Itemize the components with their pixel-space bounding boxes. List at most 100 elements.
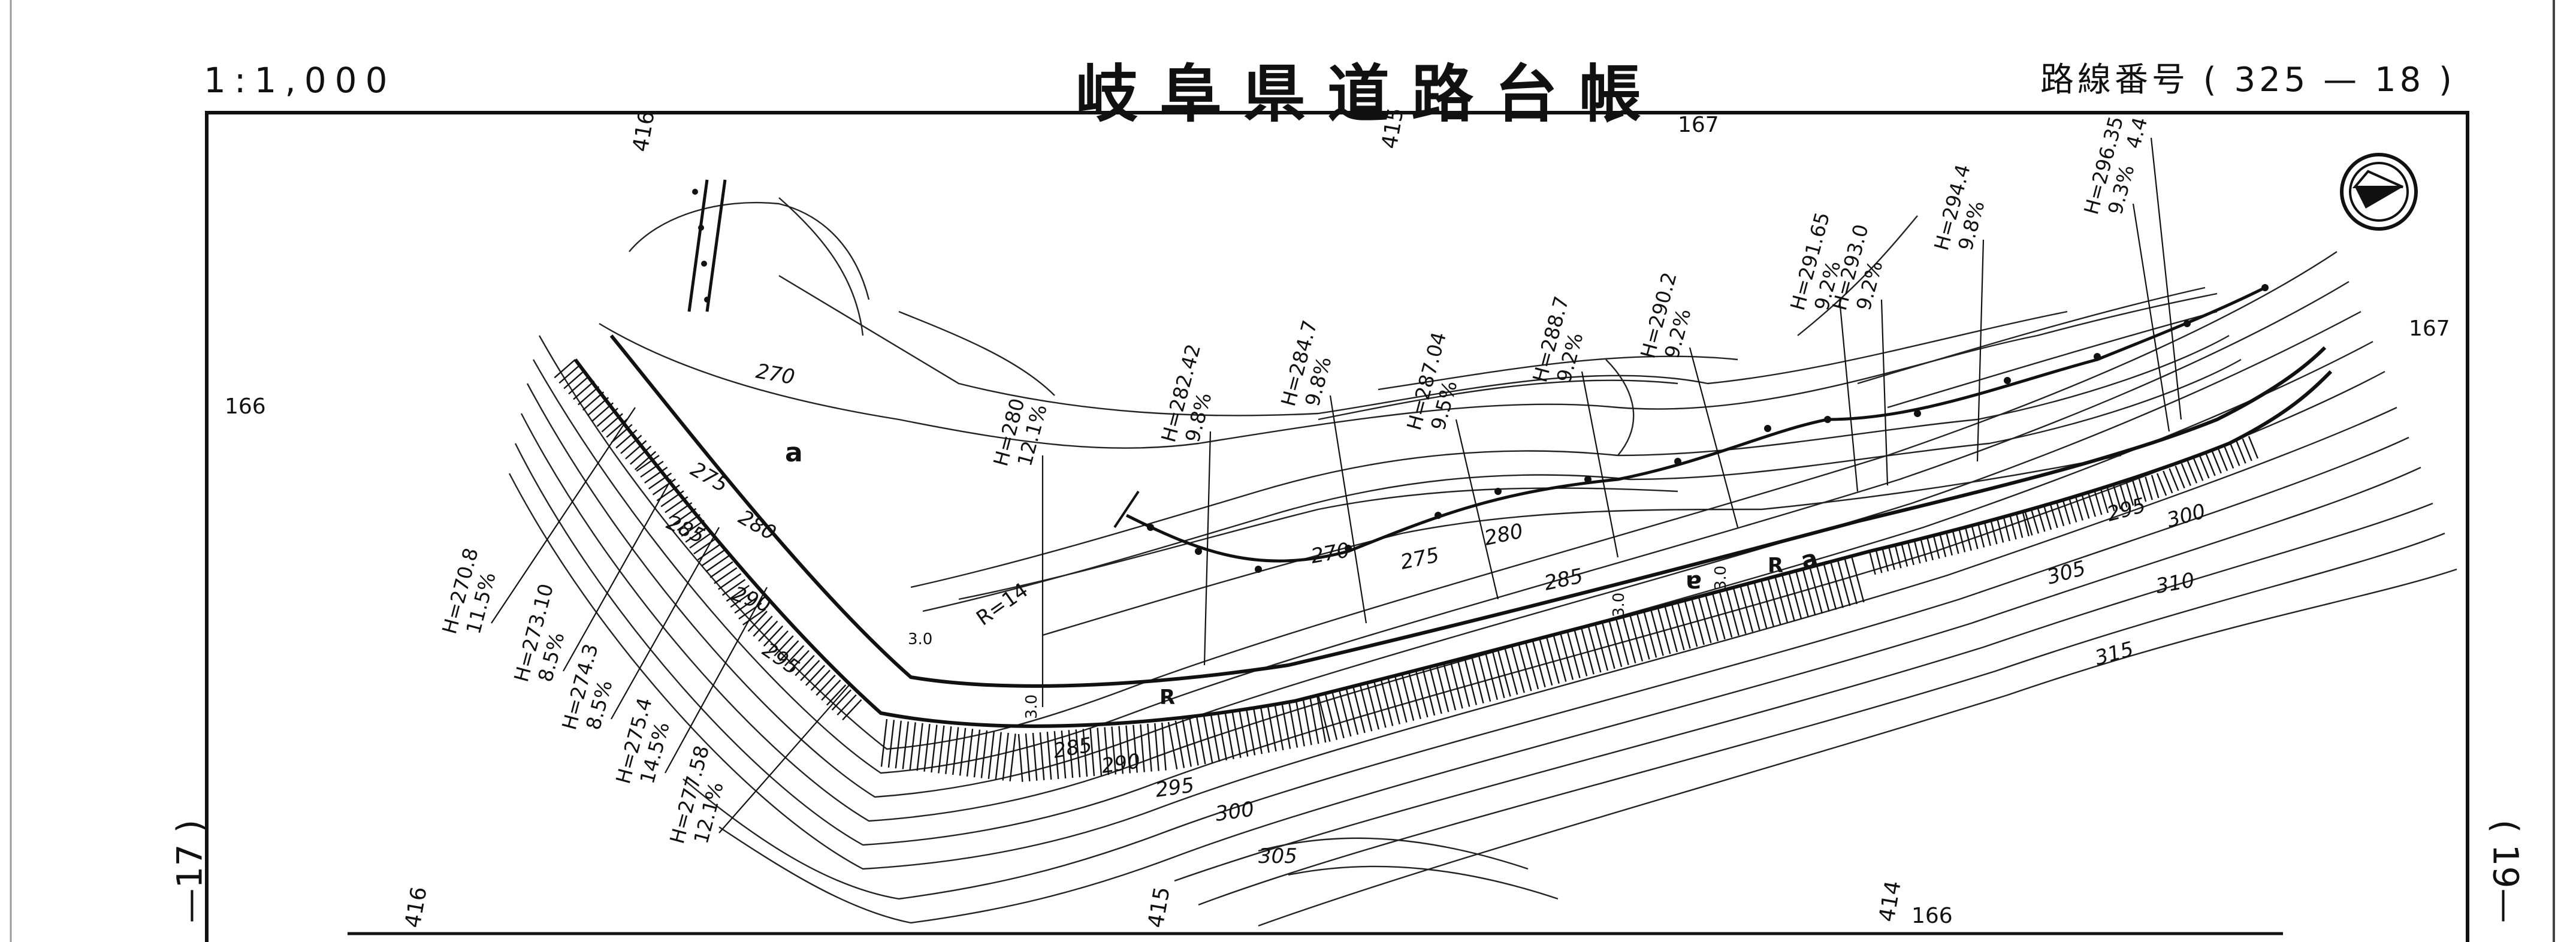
cut-slope-hatch — [578, 386, 600, 406]
cut-slope-hatch — [665, 496, 688, 514]
contour-label: 290 — [1100, 749, 1142, 778]
cut-slope-hatch — [615, 429, 638, 449]
cut-slope-hatch — [1174, 720, 1185, 768]
marker-a: a — [785, 437, 803, 468]
road-width-label: 3.0 — [908, 630, 932, 648]
cut-slope-hatch — [880, 718, 888, 767]
cut-slope-hatch — [1394, 675, 1408, 723]
cut-slope-hatch — [2016, 514, 2024, 538]
cut-slope-hatch — [1267, 704, 1277, 752]
profile-leader — [665, 587, 768, 774]
cut-slope-hatch — [768, 630, 789, 652]
road-width-label: 3.0 — [1023, 695, 1041, 719]
cut-slope-hatch — [1518, 644, 1532, 692]
cut-slope-hatch — [1450, 662, 1463, 709]
cut-slope-hatch — [1945, 532, 1953, 556]
fence-dot — [2004, 377, 2011, 384]
cut-slope-hatch — [2106, 488, 2115, 512]
cut-slope-hatch — [1154, 723, 1159, 771]
road-mark-r: R — [1159, 686, 1175, 709]
cut-slope-hatch — [1302, 698, 1312, 745]
cut-slope-hatch — [2169, 468, 2179, 491]
cut-slope-hatch — [634, 451, 657, 470]
cut-slope-hatch — [1210, 714, 1221, 762]
profile-leader — [2132, 203, 2170, 432]
profile-leader — [2150, 137, 2182, 420]
cut-slope-hatch — [2062, 500, 2071, 524]
cut-slope-hatch — [1387, 677, 1400, 724]
north-arrow-icon — [2340, 153, 2418, 231]
contour-label: 315 — [2092, 637, 2136, 670]
cut-slope-hatch — [1546, 637, 1560, 684]
fence-dot — [2261, 284, 2269, 291]
cut-slope-hatch — [2132, 480, 2140, 504]
cut-slope-hatch — [1809, 566, 1823, 614]
cut-slope-hatch — [1338, 689, 1352, 737]
fence-dot — [1255, 566, 1262, 573]
cut-slope-hatch — [1053, 731, 1059, 780]
cut-slope-hatch — [1196, 717, 1206, 765]
cut-slope-hatch — [582, 391, 605, 411]
cut-slope-hatch — [1888, 546, 1895, 570]
cut-slope-hatch — [2125, 482, 2134, 506]
cut-slope-hatch — [640, 460, 664, 478]
cut-slope-hatch — [1636, 612, 1650, 660]
cut-slope-hatch — [1844, 557, 1858, 605]
cut-slope-hatch — [923, 723, 931, 772]
cut-slope-hatch — [831, 689, 851, 711]
cut-slope-hatch — [1380, 679, 1394, 726]
cut-slope-hatch — [902, 721, 909, 769]
cut-slope-hatch — [573, 381, 595, 400]
cut-slope-hatch — [1926, 536, 1934, 561]
cut-slope-hatch — [1504, 648, 1518, 695]
cut-slope-hatch — [636, 455, 660, 472]
contour-lines-south — [508, 251, 2457, 927]
grid-label-right: 167 — [2409, 316, 2450, 341]
cut-slope-hatch — [742, 608, 766, 626]
fence-dot — [1914, 410, 1921, 417]
cut-slope-hatch — [2024, 512, 2033, 536]
grid-label-bottom-b: 415 — [1143, 885, 1174, 930]
cut-slope-hatch — [1868, 551, 1876, 575]
cut-slope-hatch — [1574, 629, 1588, 677]
cut-slope-hatch — [681, 520, 705, 537]
cut-slope-hatch — [587, 397, 609, 416]
cut-slope-hatch — [1046, 732, 1052, 780]
cut-slope-hatch — [697, 544, 721, 561]
grid-label-top-a: 416 — [628, 109, 659, 154]
cut-slope-hatch — [1932, 535, 1940, 559]
cut-slope-hatch — [1324, 693, 1338, 740]
cut-slope-hatch — [1913, 540, 1921, 564]
cut-slope-hatch — [2193, 458, 2204, 481]
cut-slope-hatch — [648, 472, 672, 490]
profile-leader — [1455, 419, 1499, 600]
cut-slope-hatch — [895, 720, 902, 769]
cut-slope-hatch — [1002, 732, 1009, 781]
cut-slope-hatch — [2031, 510, 2040, 534]
cut-slope-hatch — [1309, 696, 1319, 744]
cut-slope-hatch — [701, 549, 725, 567]
cut-slope-hatch — [1478, 654, 1491, 702]
cut-slope-hatch — [1587, 626, 1602, 673]
cut-slope-hatch — [826, 684, 847, 706]
cut-slope-hatch — [1238, 709, 1249, 757]
cut-slope-hatch — [1082, 729, 1088, 777]
cut-slope-hatch — [842, 699, 862, 721]
cut-slope-hatch — [952, 727, 959, 775]
cut-slope-hatch — [2199, 455, 2210, 479]
cut-slope-hatch — [1788, 572, 1802, 620]
cut-slope-hatch — [758, 620, 778, 642]
cut-slope-hatch — [625, 440, 647, 460]
cut-slope-hatch — [644, 466, 668, 484]
cut-slope-hatch — [1746, 583, 1760, 630]
road-width-label: 3.0 — [1610, 593, 1628, 617]
cut-slope-hatch — [1511, 646, 1525, 693]
profile-leader — [1880, 299, 1889, 486]
fence-dot — [2094, 353, 2101, 360]
cut-slope-hatch — [753, 615, 773, 637]
cut-slope-hatch — [909, 722, 916, 771]
profile-leader-lines — [491, 137, 2182, 834]
cut-slope-hatch — [1231, 710, 1242, 758]
cut-slope-hatch — [1958, 529, 1966, 552]
cut-slope-hatch — [730, 590, 754, 608]
